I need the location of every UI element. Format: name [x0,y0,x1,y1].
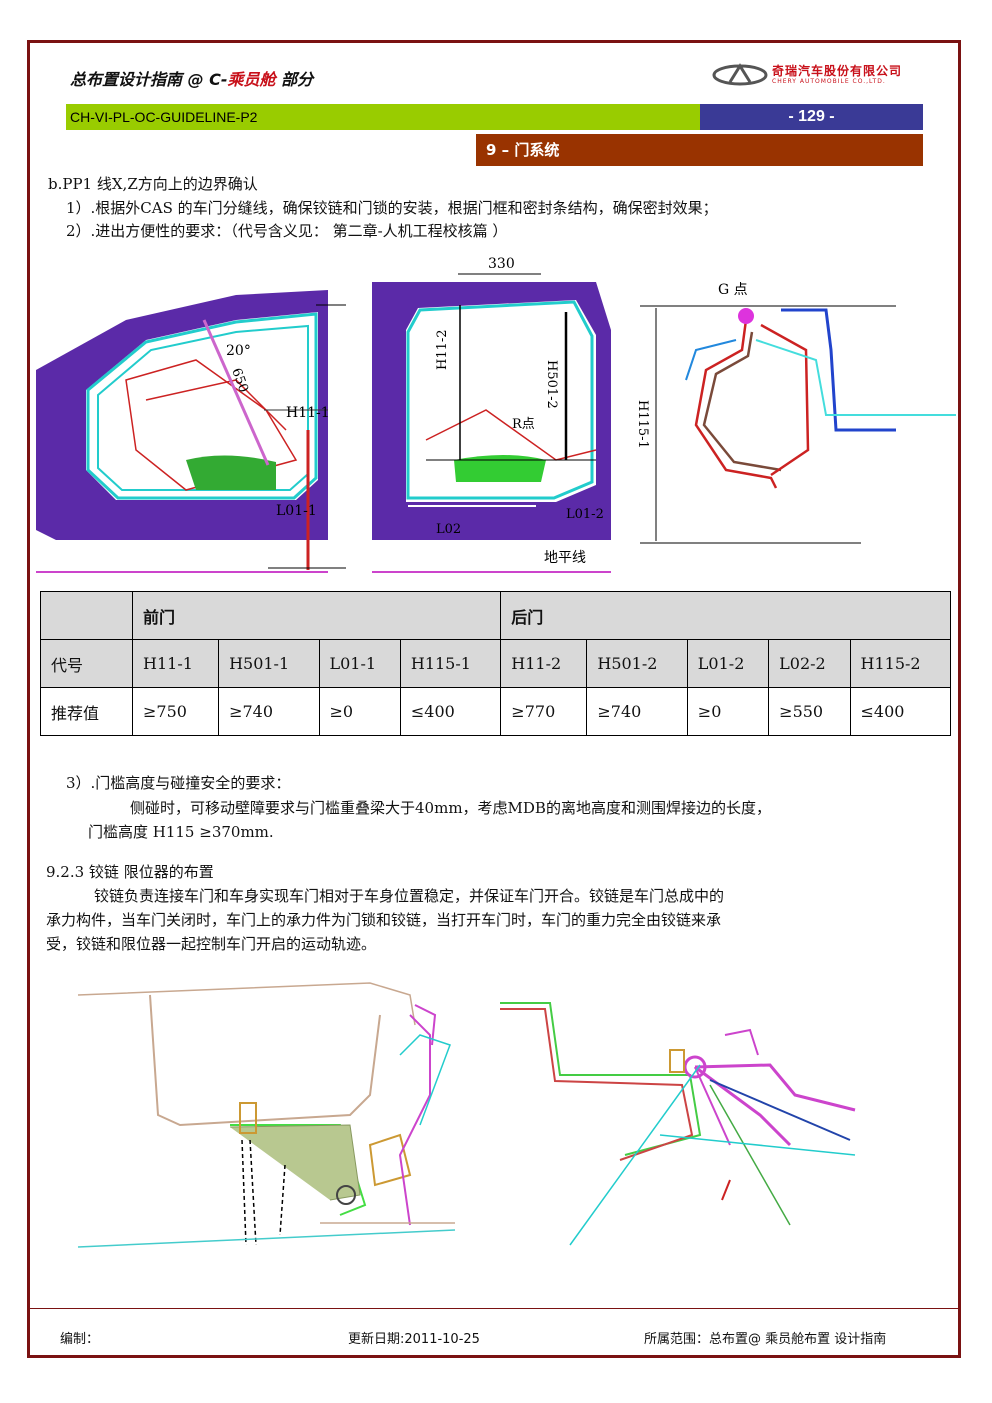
intro-item-1: 1）.根据外CAS 的车门分缝线，确保铰链和门锁的安装，根据门框和密封条结构，确… [66,199,718,217]
svg-text:L01-1: L01-1 [276,503,317,519]
value-cell: ≥0 [686,687,770,736]
page-number: - 129 - [700,104,923,130]
section-title: 9 – 门系统 [476,134,923,166]
svg-text:H115-1: H115-1 [635,400,650,449]
footer-scope: 所属范围：总布置@ 乘员舱布置 设计指南 [644,1332,887,1347]
value-label: 推荐值 [40,687,133,736]
footer-divider [30,1308,960,1309]
code-cell: L01-2 [686,639,770,688]
rear-door-diagram: 330 H11-2 H501-2 R点 L01-2 L02 地平线 [372,256,611,573]
section3-line-2: 门槛高度 H115 ≥370mm. [88,823,274,841]
svg-text:H501-2: H501-2 [544,360,559,409]
hinge-diagram-figure [77,982,856,1248]
table-corner [40,591,133,640]
front-door-diagram: 20° 650 H11-1 L01-1 [36,290,346,573]
value-cell: ≥740 [586,687,688,736]
code-cell: H11-1 [131,639,220,688]
code-cell: H115-1 [399,639,502,688]
value-cell: ≥0 [318,687,401,736]
section-923-line-1: 铰链负责连接车门和车身实现车门相对于车身位置稳定，并保证车门开合。铰链是车门总成… [94,887,725,905]
value-cell: ≥750 [131,687,220,736]
svg-text:L01-2: L01-2 [566,507,604,522]
svg-text:L02: L02 [436,522,461,537]
spec-table: 前门 后门 代号 H11-1 H501-1 L01-1 H115-1 H11-2… [40,591,952,736]
table-row: 推荐值 ≥750 ≥740 ≥0 ≤400 ≥770 ≥740 ≥0 ≥550 … [40,687,952,736]
door-diagram-figure: 20° 650 H11-1 L01-1 330 H11-2 H501-2 R点 … [36,256,956,573]
section-923-heading: 9.2.3 铰链 限位器的布置 [46,863,214,881]
rear-door-header: 后门 [500,591,951,640]
code-cell: H501-2 [586,639,688,688]
svg-text:H11-1: H11-1 [286,405,330,421]
code-cell: H11-2 [500,639,588,688]
footer-editor: 编制： [60,1332,100,1347]
section-923-line-2: 承力构件，当车门关闭时，车门上的承力件为门锁和铰链，当打开车门时，车门的重力完全… [46,911,722,929]
section3-line-1: 侧碰时，可移动壁障要求与门槛重叠梁大于40mm，考虑MDB的离地高度和测围焊接边… [130,799,771,817]
code-cell: H115-2 [849,639,952,688]
svg-text:H11-2: H11-2 [435,329,450,370]
footer-updated: 更新日期:2011-10-25 [348,1332,480,1347]
value-cell: ≥550 [768,687,851,736]
code-cell: L02-2 [768,639,851,688]
section3-heading: 3）.门槛高度与碰撞安全的要求： [66,774,291,792]
intro-heading: b.PP1 线X,Z方向上的边界确认 [48,175,258,193]
chery-logo-icon [712,63,768,86]
front-door-header: 前门 [131,591,502,640]
value-cell: ≤400 [399,687,502,736]
code-cell: L01-1 [318,639,401,688]
section-923-line-3: 受，铰链和限位器一起控制车门开启的运动轨迹。 [46,935,377,953]
intro-item-2: 2）.进出方便性的要求：（代号含义见： 第二章-人机工程校核篇 ） [66,222,508,240]
svg-text:R点: R点 [512,417,535,432]
svg-text:20°: 20° [226,343,251,359]
code-cell: H501-1 [218,639,320,688]
value-cell: ≤400 [849,687,952,736]
sill-section-diagram: G 点 H115-1 [635,282,956,544]
hinge-open-diagram [500,1002,856,1246]
document-title: 总布置设计指南 @ C-乘员舱 部分 [70,70,314,89]
hinge-closed-diagram [77,982,456,1248]
page-frame [27,40,961,1358]
svg-text:G 点: G 点 [718,282,748,298]
svg-text:地平线: 地平线 [544,550,586,566]
doc-code: CH-VI-PL-OC-GUIDELINE-P2 [66,104,700,130]
svg-text:330: 330 [488,256,515,272]
value-cell: ≥740 [218,687,320,736]
company-name: 奇瑞汽车股份有限公司 [772,64,903,78]
company-name-en: CHERY AUTOMOBILE CO.,LTD. [772,78,886,85]
code-label: 代号 [40,639,133,688]
value-cell: ≥770 [500,687,588,736]
table-row: 代号 H11-1 H501-1 L01-1 H115-1 H11-2 H501-… [40,639,952,688]
